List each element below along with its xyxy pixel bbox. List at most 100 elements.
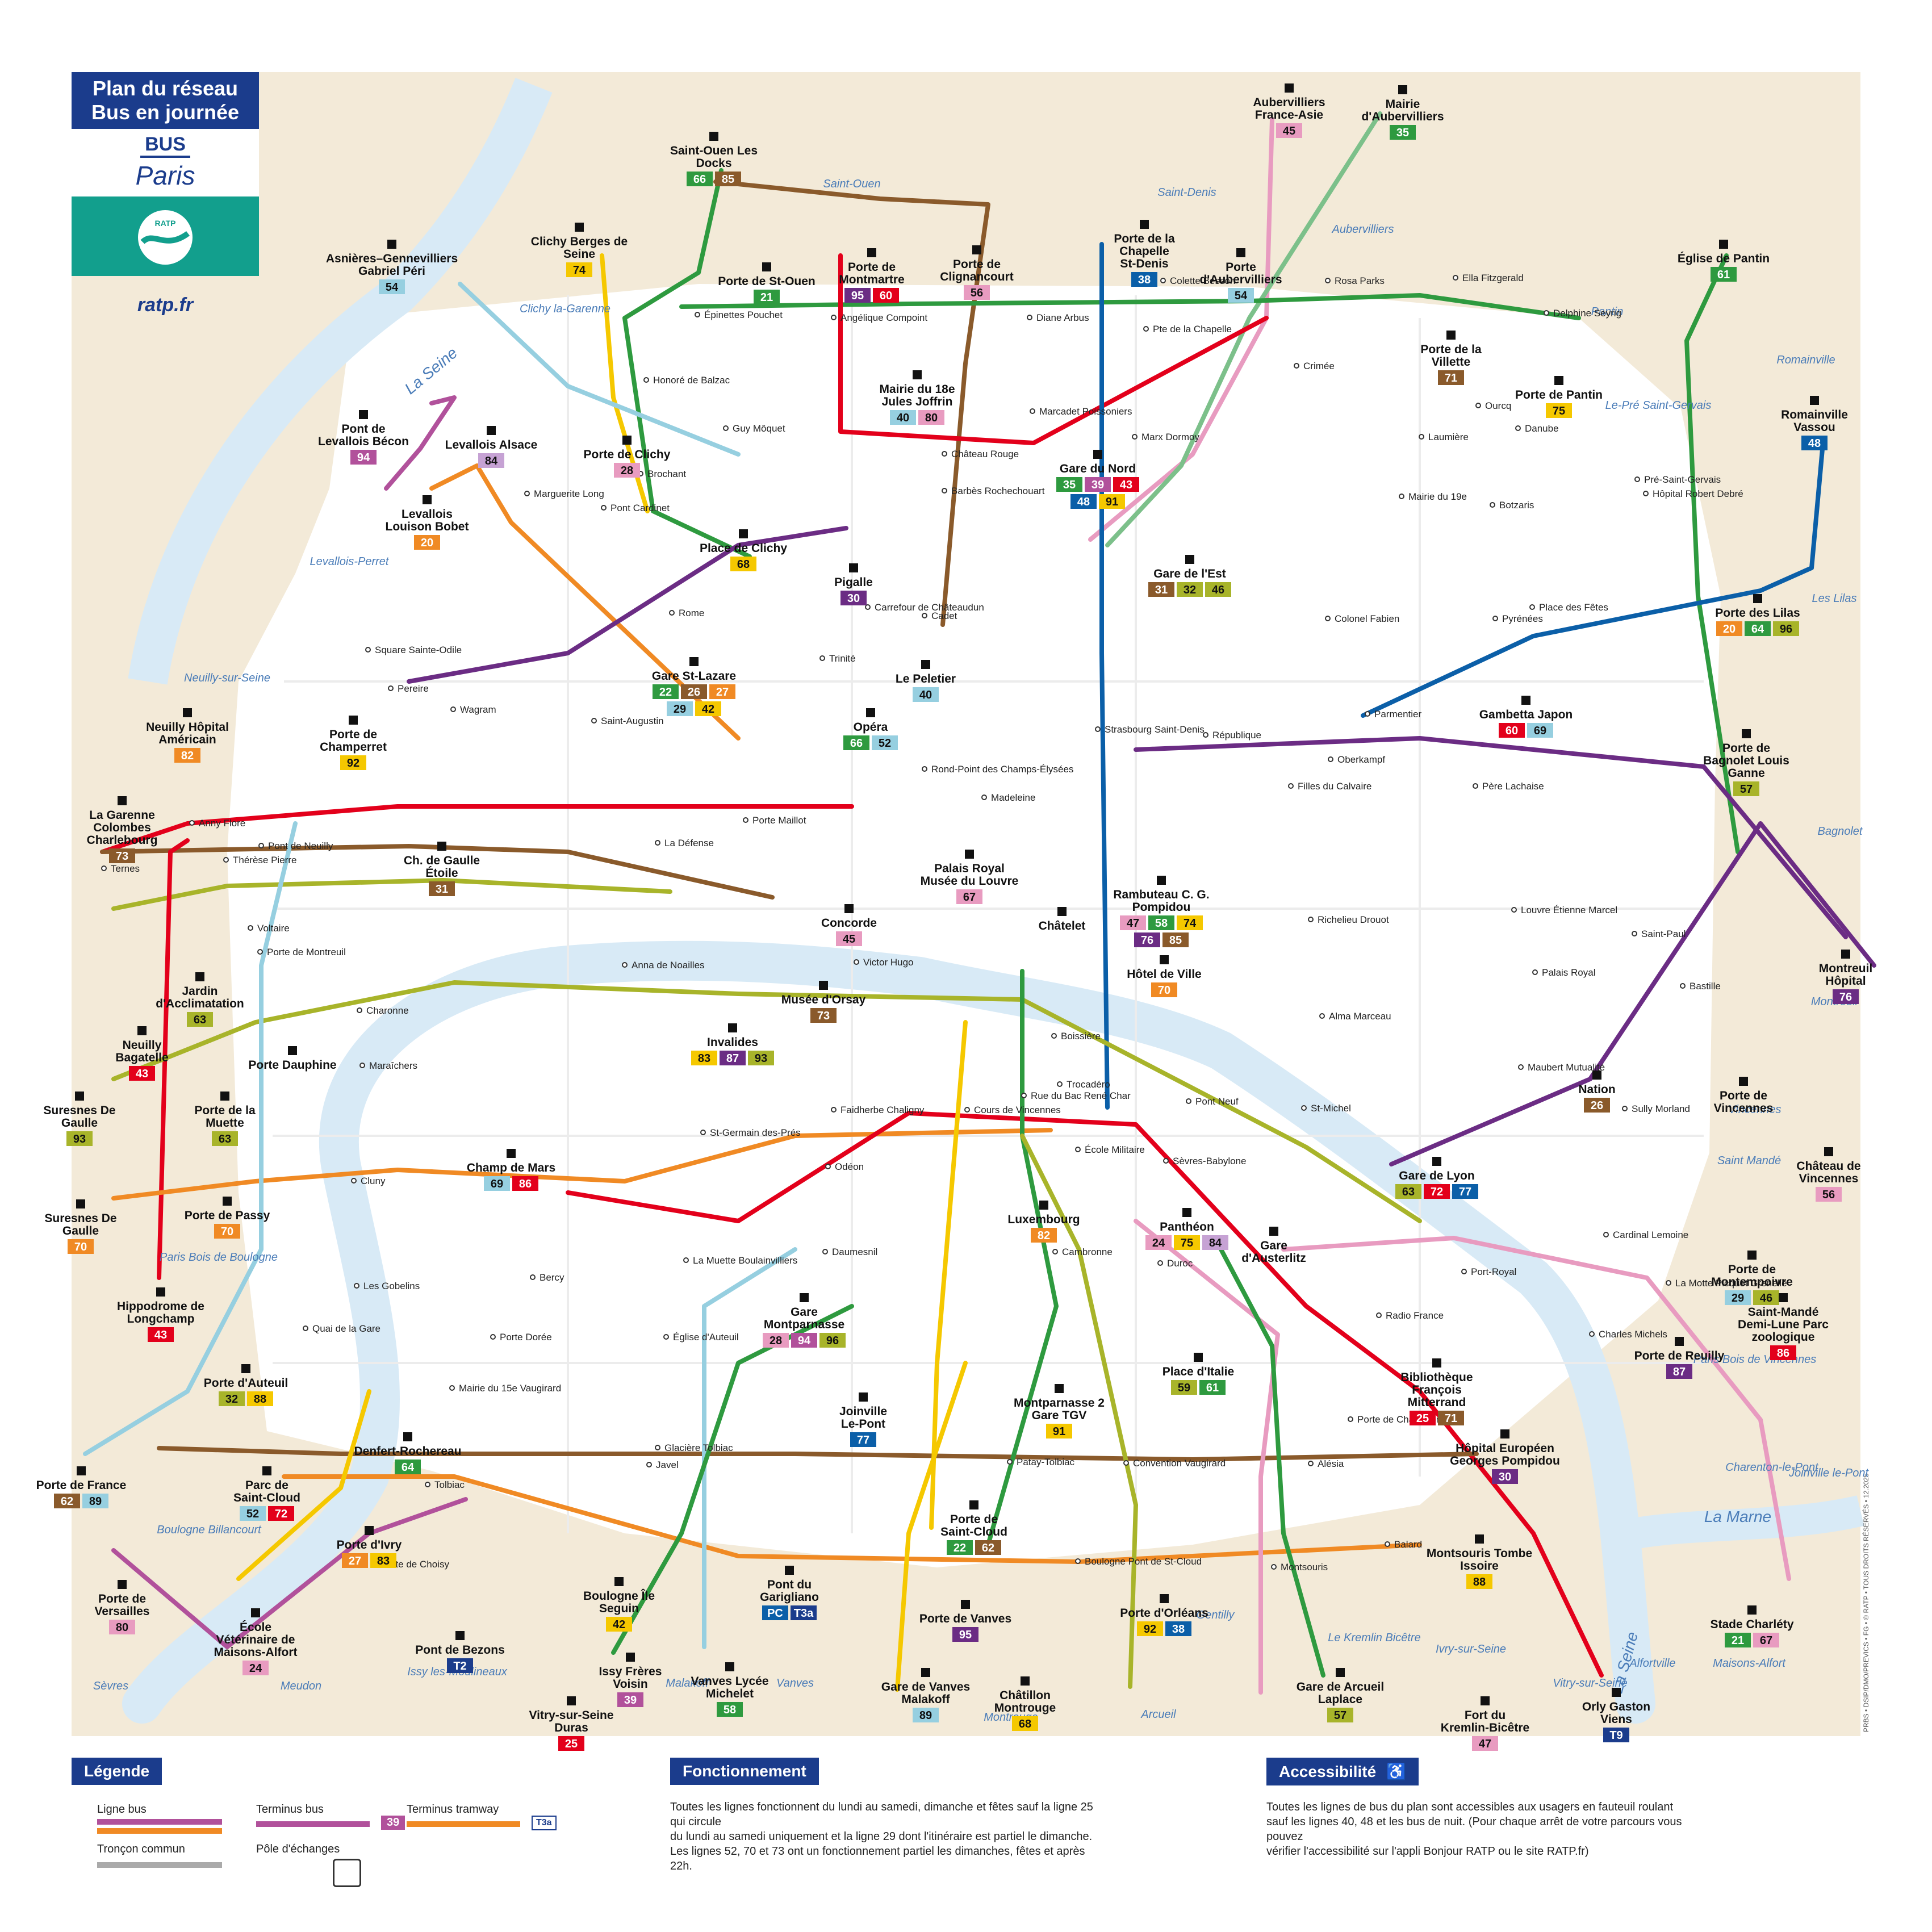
route-line [713, 179, 990, 627]
line-number: 64 [402, 1461, 415, 1474]
line-number: 28 [770, 1335, 782, 1347]
place-label: Madeleine [991, 792, 1035, 803]
line-number: 86 [519, 1178, 532, 1190]
terminus-marker [1810, 396, 1819, 405]
line-badge [566, 262, 592, 277]
line-number: 27 [349, 1555, 361, 1567]
place-label: Marguerite Long [534, 488, 604, 499]
route-line [1088, 117, 1274, 542]
terminus-stop[interactable]: Porte Dauphine [248, 1046, 337, 1072]
website-link[interactable]: ratp.fr [137, 294, 194, 316]
terminus-stop[interactable]: Châtelet [1039, 907, 1086, 932]
